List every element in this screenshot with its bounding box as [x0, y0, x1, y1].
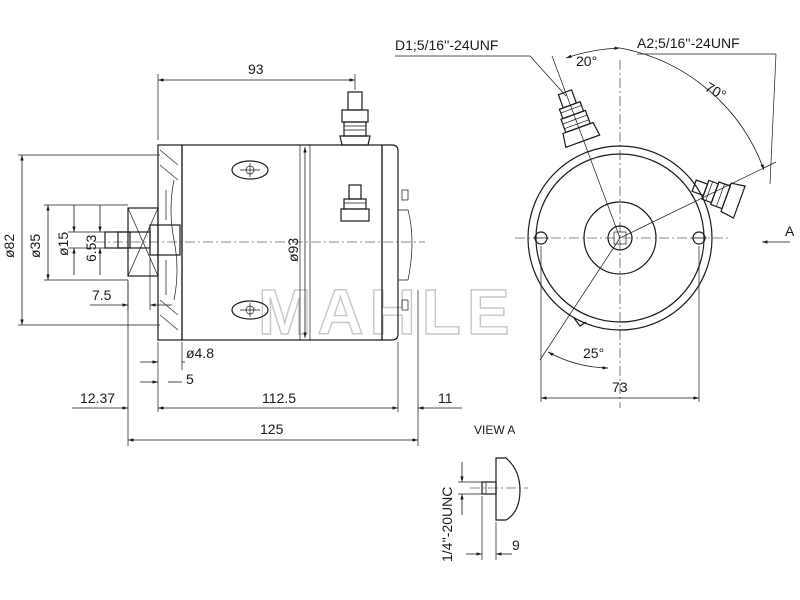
- dim-12-37: 12.37: [80, 390, 115, 406]
- dim-9: 9: [512, 537, 520, 553]
- view-a-marker: A: [785, 223, 795, 239]
- angle-25: 25°: [583, 345, 604, 361]
- lower-mounting-slot: [231, 300, 269, 320]
- dim-125: 125: [260, 421, 284, 437]
- end-view: 20° 70° 25° D1;5/16''-24UNF A2;5/16''-24…: [395, 35, 795, 408]
- side-view: ø93: [95, 91, 425, 341]
- dim-top-93: 93: [248, 61, 264, 77]
- dim-5: 5: [186, 371, 194, 387]
- mahle-watermark: MAHLE: [258, 276, 516, 348]
- terminal-d1: [557, 89, 601, 149]
- upper-mounting-slot: [231, 160, 269, 180]
- dim-73: 73: [612, 379, 628, 395]
- dim-diameter-15: ø15: [55, 232, 71, 256]
- view-a-title: VIEW A: [474, 423, 515, 437]
- dim-diameter-35: ø35: [27, 234, 43, 258]
- dim-body-diameter: ø93: [285, 238, 301, 262]
- dim-7-5: 7.5: [92, 287, 112, 303]
- top-terminal-stud: [339, 91, 371, 146]
- view-a-boss: [495, 457, 521, 521]
- dim-6-53: 6.53: [83, 235, 99, 262]
- angle-20: 20°: [576, 53, 597, 69]
- dim-thread-view-a: 1/4''-20UNC: [439, 487, 455, 562]
- dim-diameter-4-8: ø4.8: [186, 345, 214, 361]
- dim-112-5: 112.5: [262, 390, 296, 406]
- angle-70: 70°: [703, 79, 729, 103]
- side-terminal-stud: [340, 184, 370, 222]
- dim-11: 11: [438, 390, 453, 406]
- side-view-dimensions: 93 ø82 ø35 ø15 6.53 7.5 ø4.8: [1, 61, 462, 446]
- terminal-a2: [691, 179, 746, 219]
- end-cap: [157, 144, 183, 341]
- dim-diameter-82: ø82: [1, 234, 17, 258]
- callout-a2: A2;5/16''-24UNF: [637, 35, 740, 51]
- callout-d1: D1;5/16''-24UNF: [395, 37, 498, 53]
- rear-end-bell: [381, 144, 399, 341]
- view-a-detail: VIEW A 1/4''-20UNC 9: [439, 423, 528, 562]
